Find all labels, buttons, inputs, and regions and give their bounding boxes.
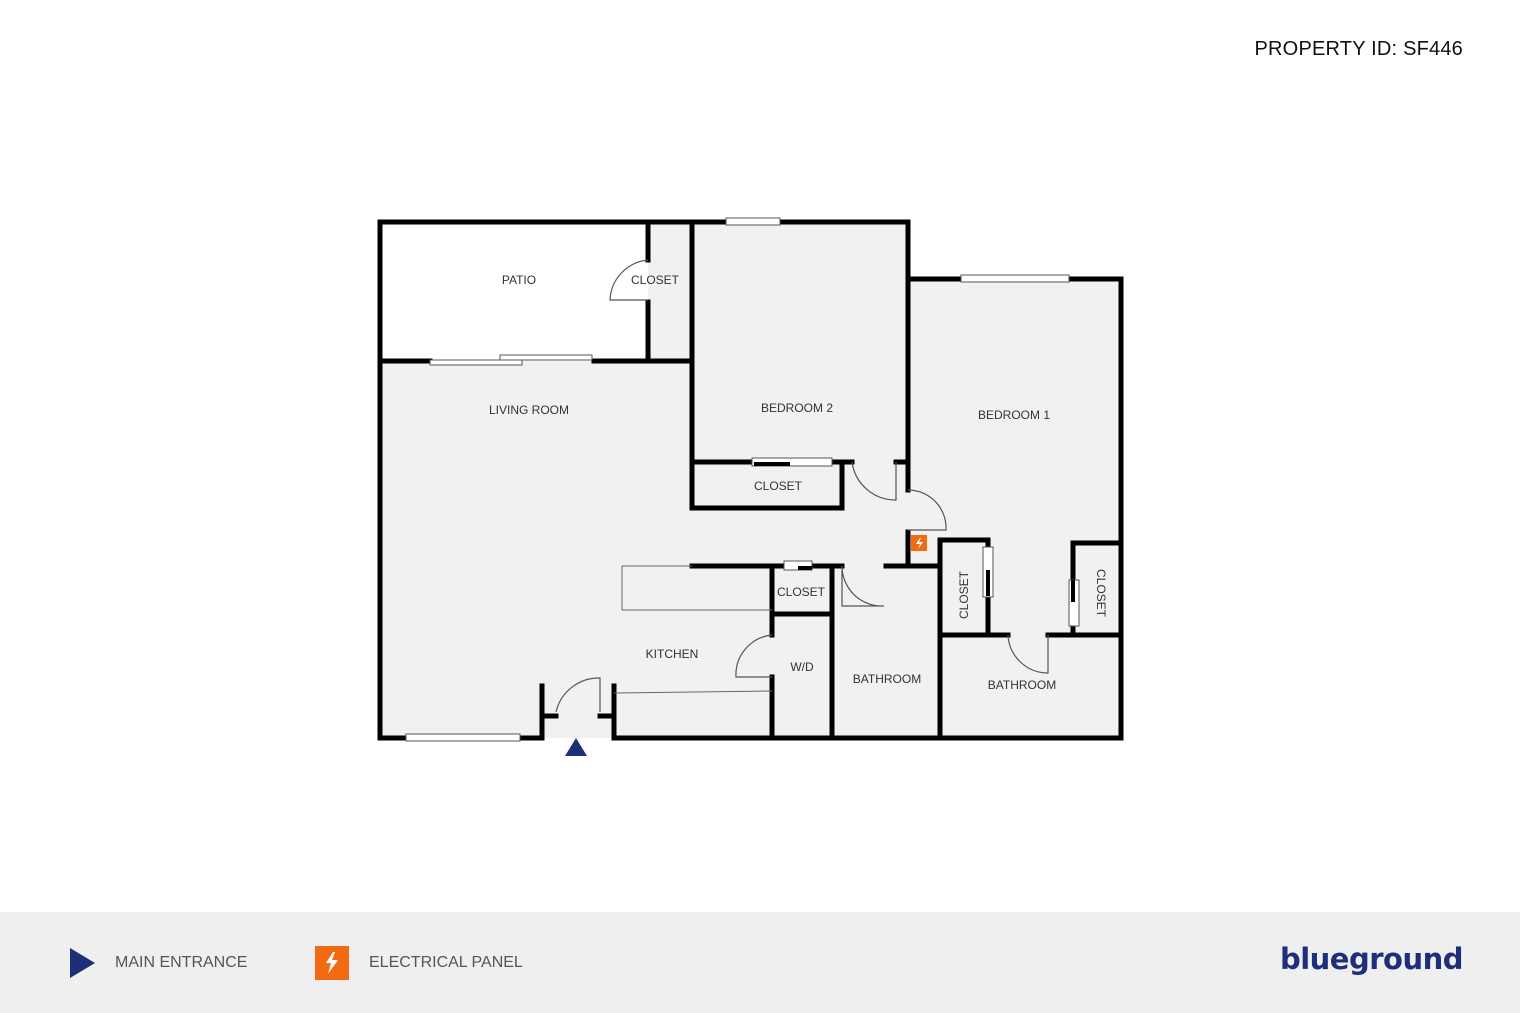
legend-label: MAIN ENTRANCE <box>115 953 248 971</box>
legend-footer: MAIN ENTRANCE ELECTRICAL PANEL bluegroun… <box>0 912 1520 1013</box>
property-id: PROPERTY ID: SF446 <box>1254 38 1463 60</box>
electrical-panel-icon <box>315 945 349 980</box>
label-kitchen: KITCHEN <box>646 647 699 661</box>
label-bedroom-1: BEDROOM 1 <box>978 408 1050 422</box>
floor-fills <box>380 222 1121 738</box>
label-bathroom-master: BATHROOM <box>988 678 1056 692</box>
legend-item-electrical-panel: ELECTRICAL PANEL <box>315 912 523 1013</box>
door-swings <box>555 259 1049 713</box>
label-bedroom-2: BEDROOM 2 <box>761 401 833 415</box>
label-patio-closet: CLOSET <box>631 273 680 287</box>
label-bathroom-hall: BATHROOM <box>853 672 921 686</box>
windows <box>405 217 1070 742</box>
kitchen-counters <box>613 565 773 694</box>
label-living-room: LIVING ROOM <box>489 403 569 417</box>
room-labels: PATIO CLOSET LIVING ROOM BEDROOM 2 CLOSE… <box>489 273 1108 692</box>
legend-item-main-entrance: MAIN ENTRANCE <box>70 912 247 1013</box>
brand-logo: blueground <box>1279 942 1464 976</box>
legend-label: ELECTRICAL PANEL <box>369 953 523 971</box>
electrical-panel-icon <box>911 535 927 551</box>
label-bedroom-1-closet-right: CLOSET <box>1094 569 1108 618</box>
label-bedroom-2-closet: CLOSET <box>754 479 803 493</box>
main-entrance-icon <box>565 738 587 756</box>
label-wd: W/D <box>790 660 814 674</box>
main-entrance-triangle-icon <box>70 947 95 978</box>
label-patio: PATIO <box>502 273 536 287</box>
label-hall-closet: CLOSET <box>777 585 826 599</box>
patio-floor <box>380 222 648 361</box>
label-bedroom-1-closet-left: CLOSET <box>957 570 971 619</box>
floorplan: PATIO CLOSET LIVING ROOM BEDROOM 2 CLOSE… <box>377 217 1124 756</box>
